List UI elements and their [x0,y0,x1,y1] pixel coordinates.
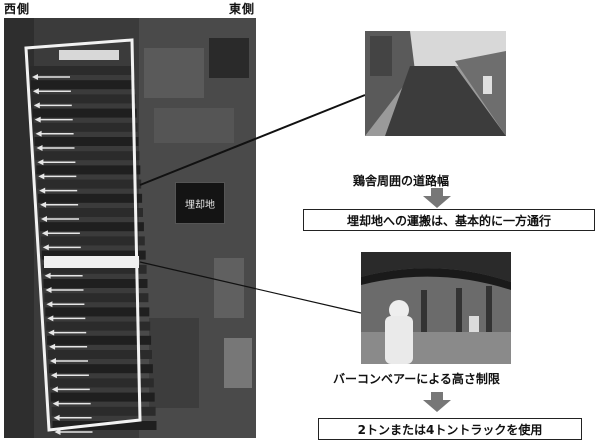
poultry-house-row [37,179,142,189]
route-arrowhead [33,102,40,109]
poultry-house-row [38,193,143,203]
route-arrowhead [48,329,55,336]
route-arrowhead [34,116,41,123]
poultry-house-row [35,151,140,161]
route-arrowhead [50,358,56,364]
poultry-house-row [48,364,153,374]
poultry-house-row [44,293,149,303]
conveyor-photo [361,252,511,364]
route-arrowhead [46,301,53,308]
road-photo [365,31,506,136]
route-arrowhead [32,74,38,80]
poultry-house-row [43,279,148,288]
road-width-caption: 鶏舎周囲の道路幅 [353,174,450,188]
route-arrowhead [41,216,47,222]
route-arrowhead [50,372,57,379]
poultry-house-row [42,264,147,274]
poultry-house-row [48,350,152,359]
poultry-house-row [45,307,150,317]
burial-site-label: 埋却地 [175,182,225,224]
route-arrowhead [39,187,46,194]
truck-note: 2トンまたは4トントラックを使用 [318,418,582,440]
poultry-house-row [32,108,137,118]
poultry-house-row [30,66,134,75]
poultry-house-row [39,208,143,217]
down-arrow-icon [423,392,451,412]
route-arrowhead [38,173,45,180]
east-side-label: 東側 [229,2,256,16]
poultry-house-row [52,421,157,430]
aerial-image [4,18,256,438]
route-arrowhead [41,230,48,237]
route-arrowhead [40,201,47,208]
one-way-note: 埋却地への運搬は、基本的に一方通行 [303,209,595,231]
poultry-house-row [33,122,138,132]
down-arrow-icon [423,188,451,208]
route-arrowhead [35,130,42,137]
route-arrowhead [42,244,49,251]
poultry-house-row [41,250,146,260]
poultry-house-row [46,321,151,331]
route-arrowhead [32,88,39,95]
poultry-house-row [50,392,155,402]
route-arrowhead [37,159,44,166]
poultry-house-row [31,94,136,104]
height-limit-caption: バーコンベアーによる高さ制限 [333,372,500,386]
route-arrowhead [49,343,56,350]
route-arrowhead [51,386,58,393]
route-arrowhead [52,400,59,407]
poultry-house-row [30,80,135,90]
route-arrowhead [47,315,54,322]
route-arrowhead [54,429,61,435]
poultry-house-row [34,137,139,146]
poultry-house-row [39,222,144,232]
poultry-house-row [36,165,141,175]
aerial-photo [4,18,256,438]
route-arrowhead [45,287,52,293]
poultry-house-row [51,406,156,416]
route-arrowhead [44,272,51,279]
route-arrowhead [53,414,60,421]
west-side-label: 西側 [4,2,31,16]
route-arrowhead [36,145,43,151]
poultry-house-row [40,236,145,246]
poultry-house-row [49,378,154,388]
poultry-house-row [47,335,152,345]
